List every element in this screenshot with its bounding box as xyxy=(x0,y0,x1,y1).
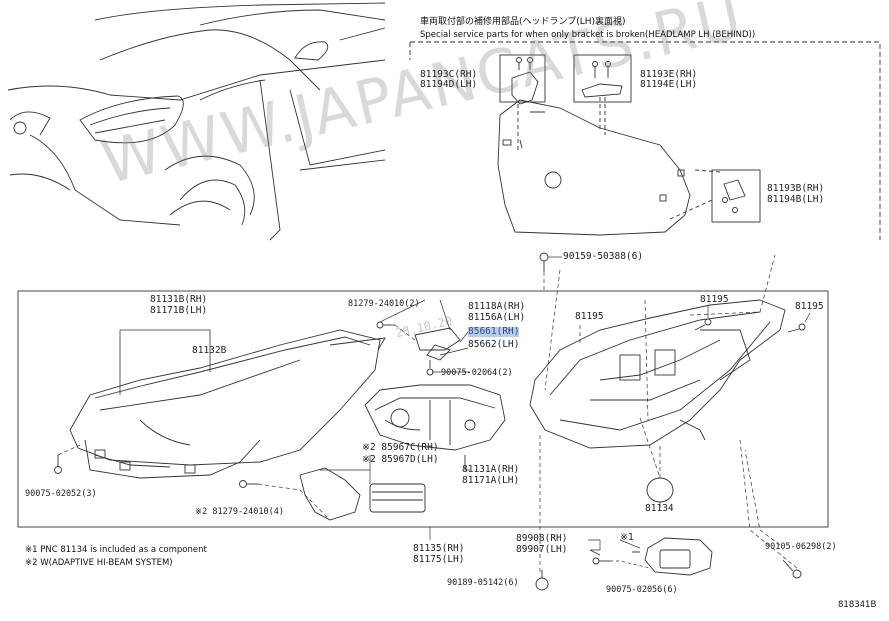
pnc-81193C[interactable]: 81193C(RH) xyxy=(420,69,478,80)
pnc-81171A[interactable]: 81171A(LH) xyxy=(462,475,520,486)
leader-lines xyxy=(57,254,811,575)
pnc-81175[interactable]: 81175(LH) xyxy=(413,554,465,565)
pnc-81134[interactable]: 81134 xyxy=(645,503,674,514)
pnc-81118A[interactable]: 81118A(RH) xyxy=(468,301,526,312)
bracket-inset xyxy=(409,41,881,240)
pnc-81194E[interactable]: 81194E(LH) xyxy=(640,79,698,90)
pnc-81279-24010-a[interactable]: 81279-24010(2) xyxy=(348,299,420,309)
diagram-id: 818341B xyxy=(838,600,877,610)
note-mark-1: ※1 xyxy=(620,532,634,543)
pnc-90105-06298[interactable]: 90105-06298(2) xyxy=(765,542,837,552)
seal-ring-81134 xyxy=(646,477,674,503)
pnc-81132B[interactable]: 81132B xyxy=(192,345,227,356)
pnc-81195-c[interactable]: 81195 xyxy=(795,301,824,312)
bracket-81118A xyxy=(414,327,461,351)
ecu-89908 xyxy=(632,537,713,576)
pnc-90075-02064[interactable]: 90075-02064(2) xyxy=(441,368,513,378)
pnc-81195-b[interactable]: 81195 xyxy=(700,294,729,305)
en-title: Special service parts for when only brac… xyxy=(420,30,756,40)
pnc-85967C[interactable]: ※2 85967C(RH) xyxy=(362,442,439,453)
pnc-85967D[interactable]: ※2 85967D(LH) xyxy=(362,454,439,465)
housing-81131B xyxy=(84,439,261,479)
inner-unit-81131A xyxy=(364,384,506,470)
pnc-81135[interactable]: 81135(RH) xyxy=(413,543,465,554)
hbeam-module xyxy=(299,467,426,521)
pnc-90075-02052[interactable]: 90075-02052(3) xyxy=(25,489,97,499)
pnc-81156A[interactable]: 81156A(LH) xyxy=(468,312,526,323)
lens-81132B xyxy=(69,329,386,466)
pnc-90189-05142[interactable]: 90189-05142(6) xyxy=(447,578,519,588)
pnc-85661[interactable]: 85661(RH) xyxy=(468,326,520,337)
assembly-frame xyxy=(17,290,829,528)
pnc-90075-02056[interactable]: 90075-02056(6) xyxy=(606,585,678,595)
rear-housing xyxy=(529,299,786,449)
fasteners xyxy=(54,252,806,591)
pnc-81195-a[interactable]: 81195 xyxy=(575,311,604,322)
pnc-89908[interactable]: 89908(RH) xyxy=(516,533,568,544)
pnc-81194B[interactable]: 81194B(LH) xyxy=(767,194,825,205)
pnc-81193B[interactable]: 81193B(RH) xyxy=(767,183,825,194)
pnc-81279-24010-b[interactable]: ※2 81279-24010(4) xyxy=(195,507,285,517)
pnc-90159-50388[interactable]: 90159-50388(6) xyxy=(563,251,644,262)
car-front-illustration xyxy=(7,2,386,241)
pnc-89907[interactable]: 89907(LH) xyxy=(516,544,568,555)
jp-title: 車両取付部の補修用部品(ヘッドランプ(LH)裏面視) xyxy=(420,17,626,27)
footnote-1: ※1 PNC 81134 is included as a component xyxy=(25,545,207,555)
footnote-2: ※2 W(ADAPTIVE HI-BEAM SYSTEM) xyxy=(25,558,173,568)
pnc-81131B[interactable]: 81131B(RH) xyxy=(150,294,208,305)
pnc-81131A[interactable]: 81131A(RH) xyxy=(462,464,520,475)
pnc-81193E[interactable]: 81193E(RH) xyxy=(640,69,698,80)
pnc-81171B[interactable]: 81171B(LH) xyxy=(150,305,208,316)
pnc-81194D[interactable]: 81194D(LH) xyxy=(420,79,478,90)
pnc-85662[interactable]: 85662(LH) xyxy=(468,339,520,350)
